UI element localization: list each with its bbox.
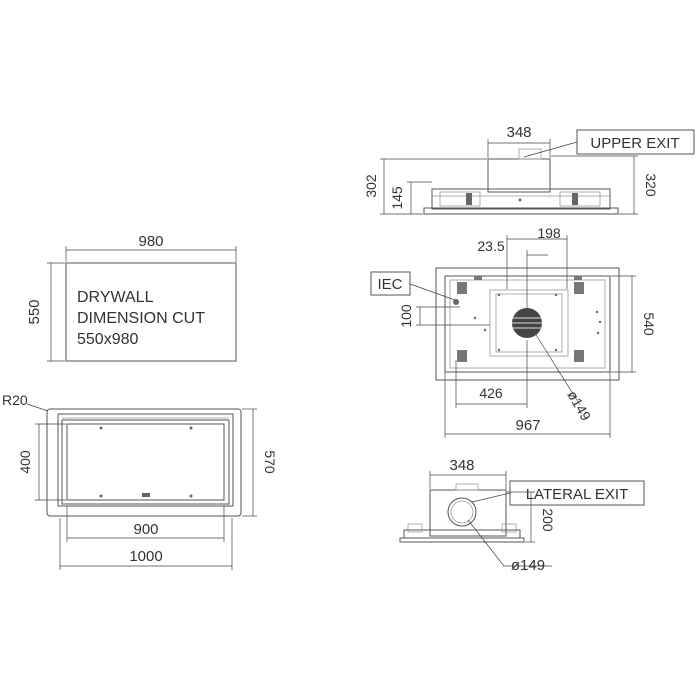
drywall-text-line2: DIMENSION CUT bbox=[77, 310, 205, 327]
upper-height-inner-label: 145 bbox=[389, 186, 405, 210]
drywall-text-line3: 550x980 bbox=[77, 331, 138, 348]
outer-width-label: 1000 bbox=[129, 548, 162, 565]
plan-outer-outline bbox=[435, 267, 620, 381]
front-view: R20 400 570 900 1000 bbox=[2, 392, 278, 570]
inner-height-label: 400 bbox=[17, 450, 33, 474]
upper-body bbox=[431, 188, 611, 210]
lateral-exit-view: 348 LATERAL EXIT 200 ø149 bbox=[399, 457, 645, 574]
drywall-text-line1: DRYWALL bbox=[77, 289, 154, 306]
upper-height-right-label: 320 bbox=[643, 173, 659, 197]
drywall-height-label: 550 bbox=[26, 299, 43, 324]
iec-connector bbox=[453, 299, 459, 305]
dim-540-label: 540 bbox=[641, 312, 657, 336]
lateral-exhaust-outlet bbox=[447, 497, 477, 527]
corner-bracket bbox=[457, 282, 467, 294]
iec-callout-box bbox=[370, 271, 411, 296]
inner-width-label: 900 bbox=[133, 521, 158, 538]
radius-label: R20 bbox=[2, 392, 28, 408]
upper-height-left-label: 302 bbox=[363, 174, 379, 198]
outer-height-label: 570 bbox=[262, 450, 278, 474]
iec-label: IEC bbox=[377, 276, 402, 293]
dim-100-label: 100 bbox=[398, 304, 414, 328]
front-outer-frame bbox=[46, 408, 242, 517]
dim-198-label: 198 bbox=[537, 225, 561, 241]
dim-967-label: 967 bbox=[515, 417, 540, 434]
motor-frame bbox=[489, 289, 569, 357]
plan-diameter-label: ø149 bbox=[564, 388, 594, 424]
control-panel-icon bbox=[142, 493, 150, 497]
dim-426-label: 426 bbox=[479, 385, 503, 401]
upper-exit-label: UPPER EXIT bbox=[590, 135, 679, 152]
lateral-height-label: 200 bbox=[540, 508, 556, 532]
lateral-body bbox=[403, 529, 521, 539]
plan-view: 23.5 198 IEC 100 540 426 ø149 967 bbox=[370, 225, 657, 438]
lateral-exit-label: LATERAL EXIT bbox=[526, 486, 629, 503]
lateral-diameter-label: ø149 bbox=[511, 557, 545, 574]
plan-body bbox=[444, 275, 611, 373]
drywall-cut-view: 980 550 DRYWALL DIMENSION CUT 550x980 bbox=[26, 233, 237, 362]
front-filter-area bbox=[66, 423, 225, 501]
drywall-cut-outline bbox=[65, 262, 237, 362]
dim-23-5-label: 23.5 bbox=[477, 238, 504, 254]
front-panel bbox=[57, 413, 234, 507]
upper-duct-box bbox=[487, 158, 551, 193]
lateral-width-label: 348 bbox=[449, 457, 474, 474]
upper-exit-view: 348 UPPER EXIT 302 145 320 bbox=[363, 124, 695, 215]
upper-width-label: 348 bbox=[506, 124, 531, 141]
drywall-width-label: 980 bbox=[138, 233, 163, 250]
